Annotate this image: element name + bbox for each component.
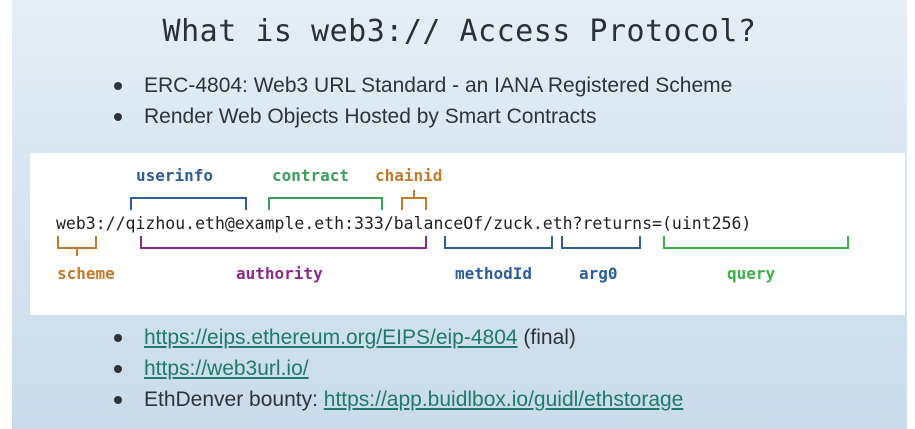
eip-4804-link[interactable]: https://eips.ethereum.org/EIPS/eip-4804: [144, 326, 518, 349]
arg0-label: arg0: [579, 264, 618, 283]
userinfo-label: userinfo: [136, 166, 214, 185]
bullet-web3url-link: https://web3url.io/: [108, 353, 683, 384]
scheme-label: scheme: [57, 264, 115, 283]
bullet-erc4804: ERC-4804: Web3 URL Standard - an IANA Re…: [108, 70, 732, 101]
authority-label: authority: [236, 264, 323, 283]
slide-title: What is web3:// Access Protocol?: [162, 14, 757, 49]
scheme-bracket: [57, 236, 97, 256]
arg0-bracket: [561, 236, 641, 249]
bullet-render-web-objects: Render Web Objects Hosted by Smart Contr…: [108, 101, 732, 132]
bullet-ethdenver-bounty: EthDenver bounty: https://app.buidlbox.i…: [108, 384, 683, 415]
contract-bracket: [268, 197, 383, 210]
chainid-label: chainid: [375, 166, 443, 185]
userinfo-bracket: [130, 197, 247, 210]
web3url-link[interactable]: https://web3url.io/: [144, 357, 309, 380]
buidlbox-link[interactable]: https://app.buidlbox.io/guidl/ethstorage: [323, 388, 684, 411]
intro-bullet-list: ERC-4804: Web3 URL Standard - an IANA Re…: [108, 70, 732, 132]
bracket-lines: [57, 190, 849, 256]
ethdenver-bounty-text: EthDenver bounty:: [144, 388, 324, 411]
authority-bracket: [140, 236, 427, 249]
methodid-bracket: [444, 236, 553, 249]
url-structure-diagram: userinfo contract chainid web3://qizhou.…: [30, 153, 905, 315]
methodid-label: methodId: [455, 264, 533, 283]
slide: What is web3:// Access Protocol? ERC-480…: [12, 0, 907, 429]
web3-url-example: web3://qizhou.eth@example.eth:333/balanc…: [56, 214, 752, 233]
query-label: query: [727, 264, 776, 283]
resources-bullet-list: https://eips.ethereum.org/EIPS/eip-4804 …: [108, 322, 683, 415]
chainid-bracket: [401, 190, 427, 210]
query-bracket: [663, 236, 849, 249]
bullet-eip-link: https://eips.ethereum.org/EIPS/eip-4804 …: [108, 322, 683, 353]
final-status-text: (final): [517, 326, 576, 349]
contract-label: contract: [272, 166, 350, 185]
